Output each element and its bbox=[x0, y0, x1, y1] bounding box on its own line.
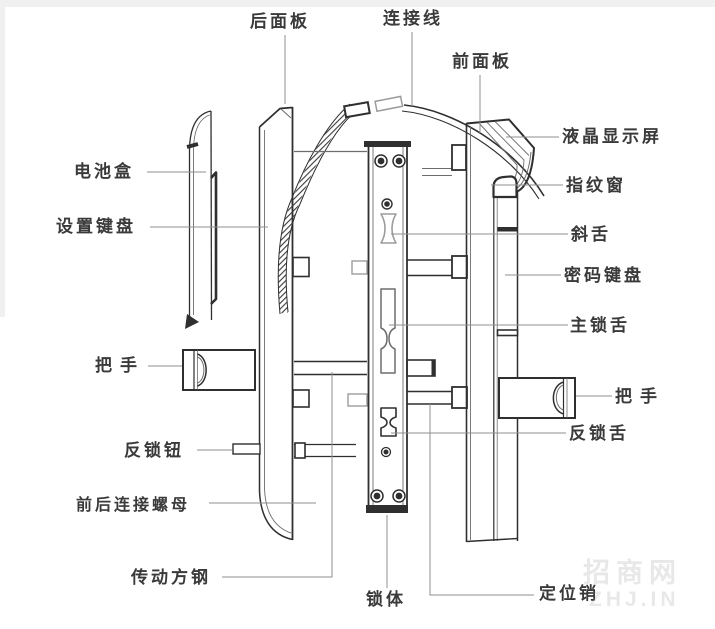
front-panel-shape bbox=[465, 118, 535, 543]
label-battery-box: 电池盒 bbox=[74, 162, 134, 181]
connecting-nut-top bbox=[451, 144, 467, 171]
label-setting-keypad: 设置键盘 bbox=[56, 217, 136, 236]
label-lcd-screen: 液晶显示屏 bbox=[562, 127, 662, 146]
connecting-nut-middle bbox=[451, 255, 468, 279]
back-panel-shape bbox=[258, 106, 294, 541]
connecting-nut-bottom bbox=[451, 386, 468, 409]
battery-cover-panel bbox=[185, 110, 218, 329]
leader-positioning-pin bbox=[429, 404, 534, 596]
scan-edge-artifact-top bbox=[0, 0, 715, 7]
label-back-panel: 后面板 bbox=[250, 12, 310, 31]
latch-bolt-cutout bbox=[380, 213, 397, 244]
label-lock-body: 锁体 bbox=[366, 590, 406, 609]
watermark-line1: 招商网 bbox=[583, 558, 682, 588]
label-positioning-pin: 定位销 bbox=[539, 584, 599, 603]
positioning-pin-shape bbox=[292, 386, 468, 409]
anti-lock-knob-shape bbox=[232, 442, 356, 459]
lock-body-shape bbox=[364, 141, 411, 513]
label-password-keypad: 密码键盘 bbox=[564, 266, 644, 285]
right-handle-shape bbox=[498, 377, 576, 419]
label-latch-bolt: 斜舌 bbox=[571, 225, 611, 244]
watermark-line2: ZHJ.IN bbox=[589, 588, 680, 611]
site-watermark: 招商网 ZHJ.IN bbox=[583, 558, 682, 611]
label-anti-lock-knob: 反锁钮 bbox=[124, 441, 184, 460]
label-connection-wire: 连接线 bbox=[383, 9, 443, 28]
keypad-divider-band bbox=[497, 227, 518, 232]
panel-bottom-arrow bbox=[185, 314, 199, 329]
label-fingerprint-window: 指纹窗 bbox=[566, 176, 626, 195]
leader-drive-square-bar bbox=[222, 372, 333, 578]
label-front-panel: 前面板 bbox=[452, 52, 512, 71]
label-anti-lock-bolt: 反锁舌 bbox=[569, 424, 629, 443]
battery-box-bump bbox=[210, 171, 218, 305]
label-drive-square-bar: 传动方钢 bbox=[131, 568, 211, 587]
main-bolt-cutout bbox=[380, 288, 396, 374]
connection-cable bbox=[277, 95, 545, 315]
connecting-rods bbox=[232, 144, 468, 459]
label-handle-left: 把手 bbox=[95, 356, 145, 375]
label-main-bolt: 主锁舌 bbox=[570, 316, 630, 335]
cable-connector bbox=[342, 101, 371, 119]
leader-lines bbox=[147, 32, 612, 596]
label-handle-right: 把手 bbox=[615, 387, 665, 406]
scan-edge-artifact-left bbox=[0, 7, 5, 317]
fingerprint-window-shape bbox=[492, 175, 518, 199]
left-handle-shape bbox=[182, 349, 256, 391]
cable-plug bbox=[374, 95, 404, 113]
label-connecting-nut: 前后连接螺母 bbox=[76, 497, 191, 514]
deadbolt-cutout bbox=[380, 407, 397, 437]
keypad-lower-band bbox=[496, 329, 519, 337]
drive-square-bar-shape bbox=[294, 359, 436, 377]
